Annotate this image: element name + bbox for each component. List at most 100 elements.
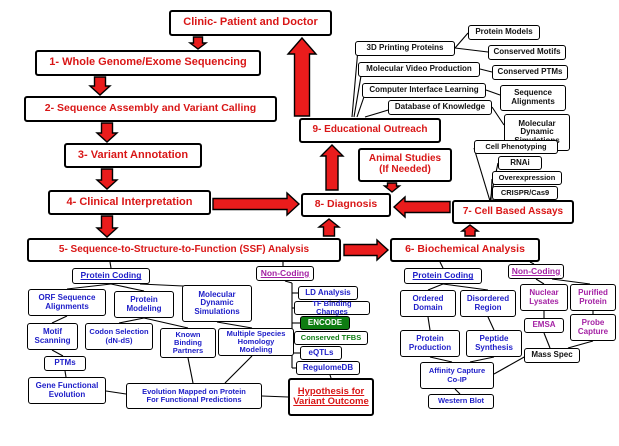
connector-line [493,355,527,375]
connector-line [529,261,535,265]
conserved-ptms-box: Conserved PTMs [492,65,568,80]
non-coding-left-box: Non-Coding [256,266,314,281]
connector-line [105,390,127,395]
connector-line [429,356,453,363]
step9-box: 9- Educational Outreach [299,118,441,143]
multi-species-box: Multiple Species Homology Modeling [218,328,294,356]
step7-box: 7- Cell Based Assays [452,200,574,224]
evo-mapped-box: Evolution Mapped on Protein For Function… [126,383,262,409]
arrow-9-to-clinic [286,36,318,117]
connector-line [473,147,491,202]
interface-learning-box: Computer Interface Learning [362,83,486,98]
connector-line [485,89,501,96]
connector-line [454,32,469,49]
encode-box: ENCODE [300,316,350,330]
non-coding-right-box: Non-Coding [508,264,564,279]
emsa-box: EMSA [524,318,564,333]
arrow-5-to-8 [317,218,341,237]
connector-line [224,355,253,384]
connector-line [491,106,505,126]
printing-3d-box: 3D Printing Proteins [355,41,455,56]
connector-line [487,316,495,331]
protein-coding-left-box: Protein Coding [72,268,150,284]
connector-line [469,356,495,363]
arrow-4-to-5 [95,215,119,238]
eqtls-box: eQTLs [300,346,342,360]
arrow-clinic-to-1 [187,36,209,50]
ordered-domain-box: Ordered Domain [400,290,456,317]
protein-modeling-box: Protein Modeling [114,291,174,318]
affinity-capture-box: Affinity Capture Co-IP [420,362,494,389]
connector-line [567,340,594,349]
regulome-box: RegulomeDB [296,361,360,375]
step5-box: 5- Sequence-to-Structure-to-Function (SS… [27,238,341,262]
connector-line [543,332,551,349]
connector-line [216,321,253,329]
ld-analysis-box: LD Analysis [298,286,358,300]
connector-line [490,178,493,202]
purified-protein-box: Purified Protein [570,284,616,311]
arrow-5-to-6 [343,238,390,262]
connector-line [143,317,189,329]
protein-coding-right-box: Protein Coding [404,268,482,284]
video-production-box: Molecular Video Production [358,62,480,77]
connector-line [51,315,68,324]
western-blot-box: Western Blot [428,394,494,409]
connector-line [454,388,461,395]
connector-line [551,278,591,285]
ptms-box: PTMs [44,356,86,371]
connector-line [109,261,112,269]
connector-line [64,370,67,378]
connector-line [479,68,493,73]
protein-production-box: Protein Production [400,330,460,357]
protein-models-box: Protein Models [468,25,540,40]
connector-line [351,48,359,118]
connector-line [66,283,112,290]
connector-line [353,69,363,118]
codon-selection-box: Codon Selection (dN-dS) [85,323,153,350]
rnai-box: RNAi [498,156,542,170]
connector-line [51,349,64,357]
connector-line [261,395,289,398]
connector-line [442,283,489,291]
crispr-box: CRISPR/Cas9 [492,186,558,200]
connector-line [535,278,545,285]
step3-box: 3- Variant Annotation [64,143,202,168]
motif-scanning-box: Motif Scanning [27,323,78,350]
overexpression-box: Overexpression [492,171,562,185]
hypothesis-box: Hypothesis for Variant Outcome [288,378,374,416]
animal-studies-box: Animal Studies (If Needed) [358,148,452,182]
conserved-tfbs-box: Conserved TFBS [294,331,368,345]
probe-capture-box: Probe Capture [570,314,616,341]
sequence-alignments-box: Sequence Alignments [500,85,566,111]
conserved-motifs-box: Conserved Motifs [488,45,566,60]
arrow-2-to-3 [95,122,119,143]
disordered-region-box: Disordered Region [460,290,516,317]
mds-left-box: Molecular Dynamic Simulations [182,285,252,322]
connector-line [454,47,489,53]
arrow-6-to-7 [459,224,481,237]
connector-line [329,374,332,379]
arrow-4-to-8 [212,191,301,217]
cell-phenotyping-box: Cell Phenotyping [474,140,558,154]
step4-box: 4- Clinical Interpretation [48,190,211,215]
step2-box: 2- Sequence Assembly and Variant Calling [24,96,277,122]
step1-box: 1- Whole Genome/Exome Sequencing [35,50,261,76]
tf-binding-box: TF Binding Changes [294,299,370,316]
arrow-8-to-9 [319,144,345,191]
arrow-animal-to-8 [382,182,402,193]
connector-line [187,357,194,384]
arrow-7-to-8 [392,195,451,219]
orf-box: ORF Sequence Alignments [28,289,106,316]
arrow-3-to-4 [95,168,119,190]
knowledge-db-box: Database of Knowledge [388,100,492,115]
arrow-1-to-2 [88,76,112,96]
connector-line [118,317,145,324]
known-binding-box: Known Binding Partners [160,328,216,358]
step6-box: 6- Biochemical Analysis [390,238,540,262]
gene-func-evo-box: Gene Functional Evolution [28,377,106,404]
connector-line [439,261,444,269]
peptide-synthesis-box: Peptide Synthesis [466,330,522,357]
